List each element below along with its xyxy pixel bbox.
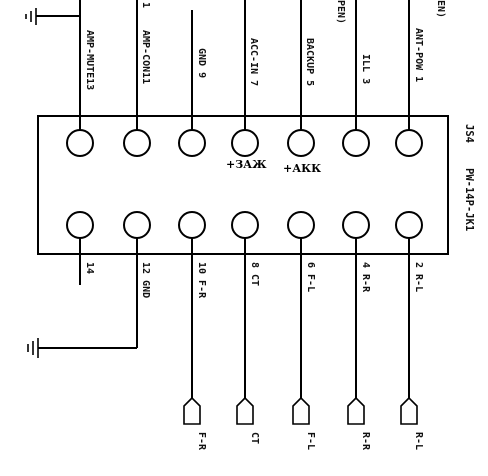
ground-symbol-top [25,8,80,25]
top-pin-row [66,129,423,157]
pin-label-12-gnd: 12 GND [140,262,151,298]
terminal-plugs [183,396,418,425]
terminal-label-fl: F-L [305,432,316,450]
pin-3 [342,129,370,157]
terminal-plug-fr [183,396,201,425]
pin-label-4-rr: 4 R-R [360,262,371,293]
bottom-pin-row [66,211,423,239]
terminal-label-rl: R-L [413,432,424,450]
terminal-plug-rr [347,396,365,425]
pin-14 [66,211,94,239]
pin-4 [342,211,370,239]
pin-5 [287,129,315,157]
pin-label-amp-con: AMP-CON11 [140,30,151,84]
fragment-pen: PEN) [335,0,346,24]
terminal-label-rr: R-R [360,432,371,451]
pin-label-6-fl: 6 F-L [305,262,316,292]
top-wires [79,0,410,130]
pin-13 [66,129,94,157]
pin-11 [123,129,151,157]
fragment-1: 1 [140,2,151,8]
pin-9 [178,129,206,157]
pin-8 [231,211,259,239]
annotation-ignition: +ЗАЖ [226,158,267,171]
connector-body [37,115,449,255]
connector-name: JS4 [463,124,475,143]
terminal-label-fr: F-R [196,432,207,451]
pin-label-14: 14 [84,262,95,274]
pin-label-8-ct: 8 CT [249,262,260,286]
terminal-plug-ct [236,396,254,425]
terminal-plug-rl [400,396,418,425]
pin-2 [395,211,423,239]
pin-7 [231,129,259,157]
pin-6 [287,211,315,239]
fragment-en: EN) [435,0,446,18]
annotation-battery: +АКК [283,162,321,175]
pin-label-amp-mute: AMP-MUTE13 [84,30,95,90]
bottom-wires [79,238,410,398]
pin-label-2-rl: 2 R-L [413,262,424,292]
pin-label-backup: BACKUP 5 [304,38,315,86]
pin-10 [178,211,206,239]
terminal-label-ct: CT [249,432,260,444]
pin-label-ant-pow: ANT-POW 1 [413,28,424,82]
terminal-plug-fl [292,396,310,425]
ground-symbol-bottom [27,338,137,358]
connector-part-number: PW-14P-JK1 [463,168,475,231]
pin-1 [395,129,423,157]
pin-label-gnd: GND 9 [196,48,207,78]
pin-label-acc-in: ACC-IN 7 [248,38,259,86]
pin-label-ill: ILL 3 [360,54,371,84]
pin-12 [123,211,151,239]
pin-label-10-fr: 10 F-R [196,262,207,299]
